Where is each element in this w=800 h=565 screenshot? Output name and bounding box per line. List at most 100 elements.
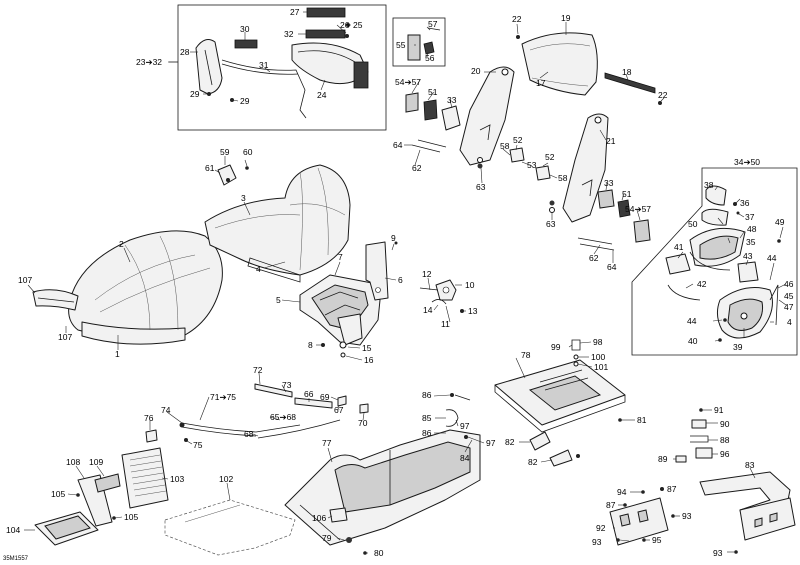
seat-rear (204, 164, 351, 283)
label-17: 17 (536, 78, 546, 88)
label-40: 40 (688, 336, 698, 346)
label-94: 94 (617, 487, 627, 497)
label-70: 70 (358, 418, 368, 428)
group-box-23-32 (168, 4, 387, 131)
label-79: 79 (322, 533, 332, 543)
label-101: 101 (594, 362, 608, 372)
backrest-support-20 (459, 66, 515, 166)
label-105-a: 105 (51, 489, 65, 499)
label-50: 50 (688, 219, 698, 229)
label-24: 24 (317, 90, 327, 100)
label-45: 45 (784, 291, 794, 301)
label-33-a: 33 (447, 95, 457, 105)
label-26: 26 (340, 20, 350, 30)
label-53: 53 (527, 160, 537, 170)
label-1: 1 (115, 349, 120, 359)
label-89: 89 (658, 454, 668, 464)
label-92: 92 (596, 523, 606, 533)
label-21: 21 (606, 136, 616, 146)
label-104: 104 (6, 525, 20, 535)
backrest-support-21 (562, 113, 609, 223)
backrest-cushion-19 (521, 32, 598, 96)
label-30: 30 (240, 24, 250, 34)
label-75: 75 (193, 440, 203, 450)
panel-104 (34, 511, 99, 546)
label-47: 47 (784, 302, 794, 312)
label-37: 37 (745, 212, 755, 222)
label-66: 66 (304, 389, 314, 399)
label-13: 13 (468, 306, 478, 316)
label-65-68: 65➔68 (270, 412, 296, 422)
label-54-57-b: 54➔57 (625, 204, 651, 214)
label-39: 39 (733, 342, 743, 352)
label-16: 16 (364, 355, 374, 365)
label-18: 18 (622, 67, 632, 77)
small-parts-88-96 (675, 408, 713, 463)
label-64-b: 64 (607, 262, 617, 272)
label-85: 85 (422, 413, 432, 423)
rack-78 (494, 339, 626, 467)
label-63-b: 63 (546, 219, 556, 229)
label-8: 8 (308, 340, 313, 350)
label-57: 57 (428, 19, 438, 29)
label-86-b: 86 (422, 428, 432, 438)
label-28: 28 (180, 47, 190, 57)
label-31: 31 (259, 60, 269, 70)
harness-71-75 (145, 383, 301, 443)
label-36: 36 (740, 198, 750, 208)
label-48: 48 (747, 224, 757, 234)
label-58-a: 58 (500, 141, 510, 151)
label-46: 46 (784, 279, 794, 289)
label-33-b: 33 (604, 178, 614, 188)
label-71-75: 71➔75 (210, 392, 236, 402)
seat-base-frame (299, 241, 398, 346)
label-6: 6 (398, 275, 403, 285)
storage-bin-77 (284, 429, 481, 555)
label-91: 91 (714, 405, 724, 415)
label-25: 25 (353, 20, 363, 30)
label-9: 9 (391, 233, 396, 243)
label-107-a: 107 (18, 275, 32, 285)
label-72: 72 (253, 365, 263, 375)
label-87-a: 87 (667, 484, 677, 494)
label-58-b: 58 (558, 173, 568, 183)
handle-85-86 (445, 393, 471, 439)
label-19: 19 (561, 13, 571, 23)
label-77: 77 (322, 438, 332, 448)
label-56: 56 (425, 53, 435, 63)
label-68: 68 (244, 429, 254, 439)
label-5: 5 (276, 295, 281, 305)
label-29-a: 29 (190, 89, 200, 99)
label-10: 10 (465, 280, 475, 290)
label-52-b: 52 (545, 152, 555, 162)
label-60: 60 (243, 147, 253, 157)
label-52-a: 52 (513, 135, 523, 145)
label-43: 43 (743, 251, 753, 261)
label-88: 88 (720, 435, 730, 445)
seat-front (32, 230, 223, 345)
label-59: 59 (220, 147, 230, 157)
cover-108-109 (76, 473, 121, 527)
label-97-b: 97 (486, 438, 496, 448)
label-82-a: 82 (505, 437, 515, 447)
label-34-50: 34➔50 (734, 157, 760, 167)
label-7: 7 (338, 252, 343, 262)
label-107-b: 107 (58, 332, 72, 342)
rail-18 (516, 35, 662, 105)
label-4: 4 (256, 264, 261, 274)
label-3: 3 (241, 193, 246, 203)
label-29-b: 29 (240, 96, 250, 106)
label-102: 102 (219, 474, 233, 484)
label-23-32: 23➔32 (136, 57, 162, 67)
label-69: 69 (320, 392, 330, 402)
label-103: 103 (170, 474, 184, 484)
label-76: 76 (144, 413, 154, 423)
label-99: 99 (551, 342, 561, 352)
grille-103 (121, 447, 169, 509)
label-2: 2 (119, 239, 124, 249)
label-63-a: 63 (476, 182, 486, 192)
label-64-a: 64 (393, 140, 403, 150)
label-41: 41 (674, 242, 684, 252)
